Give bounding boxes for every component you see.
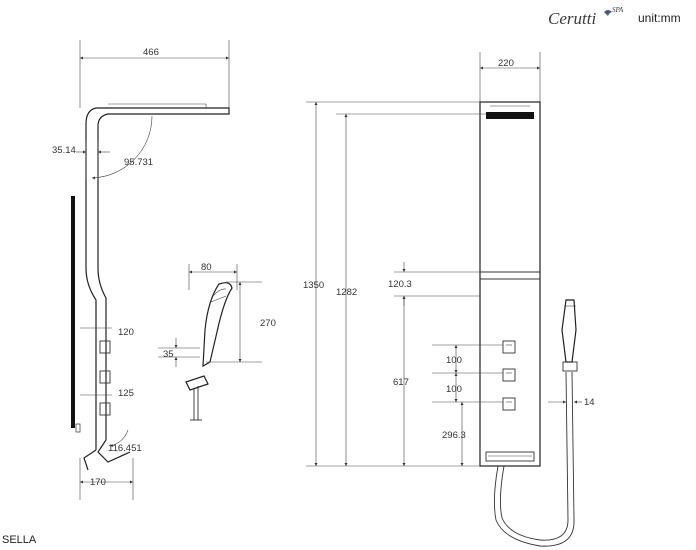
side-panel-outline (85, 107, 97, 450)
front-hose-holder (562, 361, 578, 372)
side-valve-bottom (99, 402, 111, 416)
side-view: 466 35.14 95.731 120 125 116.451 (52, 40, 230, 500)
side-valve-top (99, 340, 111, 354)
dim-hose-14: 14 (584, 397, 595, 408)
dim-height-1282: 1282 (336, 287, 357, 298)
brand-logo: Cerutti SPA (548, 6, 624, 28)
front-view: 220 1350 1282 120.3 (303, 52, 595, 547)
dim-angle-116-451: 116.451 (108, 443, 142, 454)
dim-angle-95-731: 95.731 (124, 157, 153, 168)
handshower-body (202, 282, 233, 368)
unit-label: unit:mm (638, 11, 681, 25)
side-panel-foot (83, 449, 97, 471)
brand-superscript: SPA (612, 6, 624, 14)
front-bottom-spout (485, 451, 535, 462)
bird-icon (604, 10, 612, 16)
dim-width-466: 466 (143, 47, 159, 58)
front-valve-middle (502, 368, 516, 382)
side-valve-middle (99, 370, 111, 384)
front-hose (493, 371, 575, 547)
front-panel (479, 101, 541, 467)
dim-spacing-100-b: 100 (446, 384, 462, 395)
dim-height-617: 617 (393, 377, 409, 388)
dim-spacing-100-a: 100 (446, 355, 462, 366)
dim-base-296-3: 296.3 (442, 430, 466, 441)
dim-width-220: 220 (498, 58, 514, 69)
dim-offset-35-14: 35.14 (52, 145, 76, 156)
dim-height-1350: 1350 (303, 280, 324, 291)
dim-length-270: 270 (260, 318, 276, 329)
front-valve-top (502, 340, 516, 354)
dim-width-80: 80 (201, 262, 212, 273)
front-valve-bottom (502, 397, 516, 411)
side-wall-strip (71, 196, 75, 428)
dim-gap-125: 125 (118, 388, 134, 399)
side-shower-head (96, 107, 230, 127)
handshower-view: 80 270 35 (158, 262, 276, 421)
dim-base-170: 170 (90, 477, 106, 488)
brand-name: Cerutti (548, 9, 596, 28)
dim-gap-120: 120 (118, 327, 134, 338)
front-handshower (561, 299, 577, 363)
dim-offset-35: 35 (163, 349, 174, 360)
model-name: SELLA (2, 534, 37, 546)
handshower-bracket (185, 375, 209, 391)
dim-gap-120-3: 120.3 (388, 279, 412, 290)
front-shower-head (486, 112, 534, 119)
